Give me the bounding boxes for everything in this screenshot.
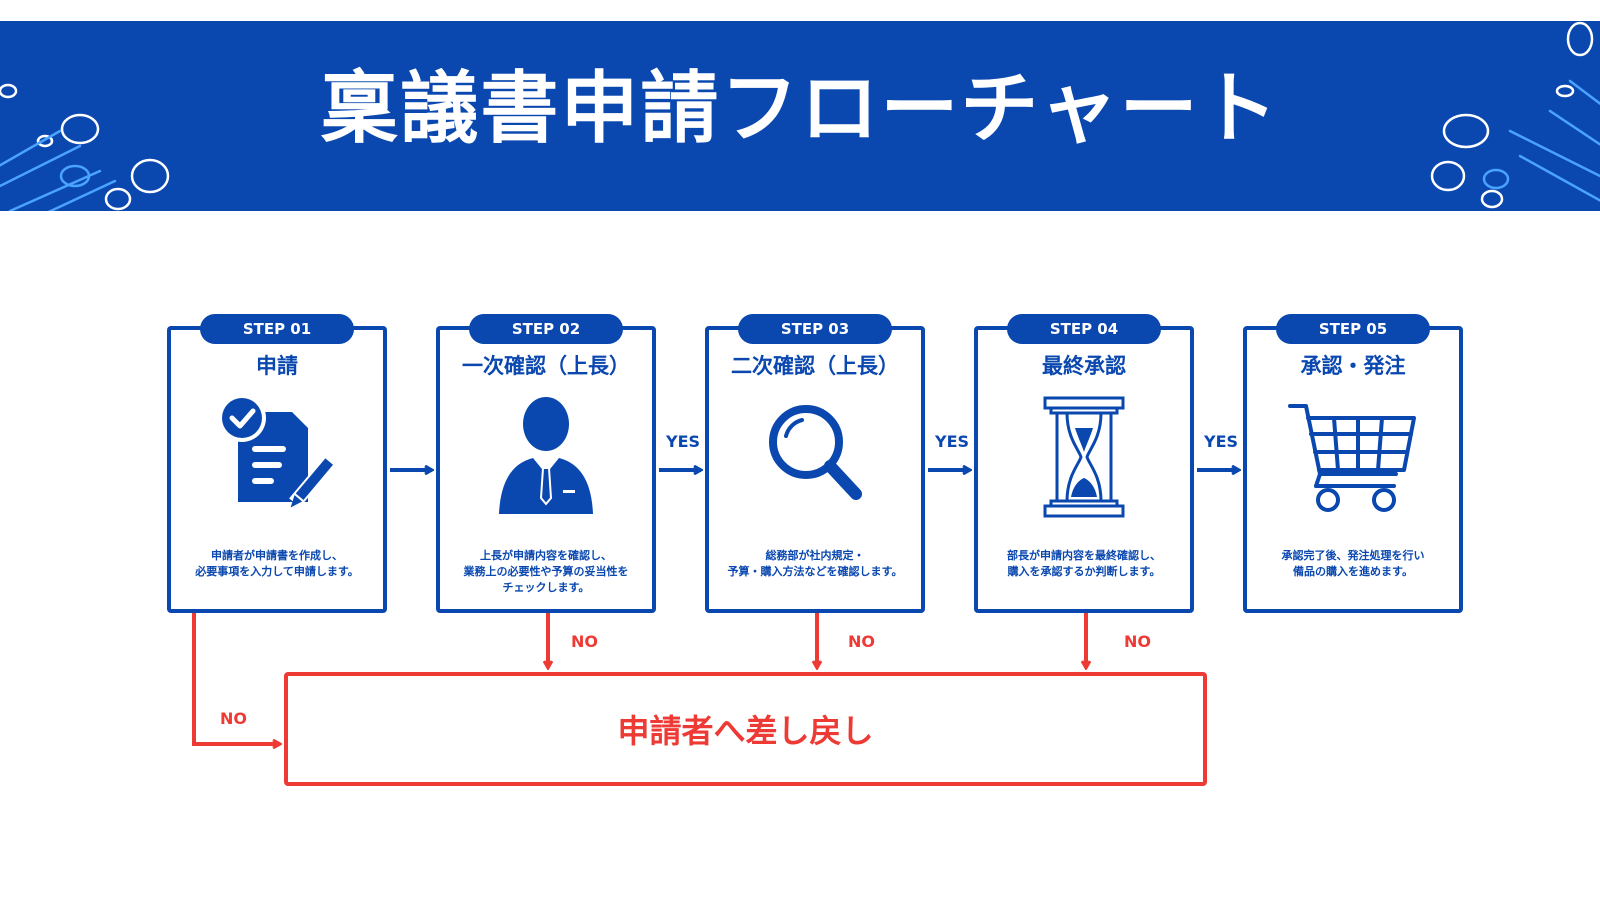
step-title: 一次確認（上長） — [462, 354, 630, 378]
step-card-01: STEP 01 申請 申請者が申請書を作成し、 必要事項を入力して申請します。 — [167, 314, 387, 613]
no-label-step4: NO — [1124, 632, 1151, 651]
step-card-03: STEP 03 二次確認（上長） 総務部が社内規定・ 予算・購入方法などを確認し… — [705, 314, 925, 613]
step-title: 申請 — [256, 354, 298, 378]
page-title: 稟議書申請フローチャート — [320, 64, 1280, 154]
header-banner: 稟議書申請フローチャート — [0, 21, 1600, 211]
step-title: 最終承認 — [1042, 354, 1126, 378]
shopping-cart-icon — [1288, 404, 1416, 512]
step-badge: STEP 03 — [738, 314, 892, 344]
step-description: 申請者が申請書を作成し、 必要事項を入力して申請します。 — [195, 549, 359, 578]
no-label-step2: NO — [571, 632, 598, 651]
step-card-05: STEP 05 承認・発注 承認完了後、発注処理を行い 備品の購入を進めます。 — [1243, 314, 1463, 613]
yes-label-3-4: YES — [935, 432, 970, 451]
step-badge: STEP 01 — [200, 314, 354, 344]
magnifier-icon — [769, 405, 862, 500]
decorative-bubbles-right — [1430, 21, 1600, 209]
step-badge: STEP 05 — [1276, 314, 1430, 344]
no-label-step3: NO — [848, 632, 875, 651]
return-to-applicant-box: 申請者へ差し戻し — [284, 672, 1207, 786]
no-arrow-step1 — [192, 613, 280, 744]
return-to-applicant-label: 申請者へ差し戻し — [617, 712, 874, 750]
no-label-step1: NO — [220, 709, 247, 728]
decorative-bubbles-left — [0, 83, 170, 211]
yes-label-4-5: YES — [1204, 432, 1239, 451]
yes-label-2-3: YES — [666, 432, 701, 451]
step-description: 承認完了後、発注処理を行い 備品の購入を進めます。 — [1281, 549, 1425, 578]
document-check-pencil-icon — [218, 394, 338, 508]
hourglass-icon — [1043, 396, 1125, 518]
step-card-04: STEP 04 最終承認 部長が申請内容を最終確認し、 購入を承認するか判断しま… — [974, 314, 1194, 613]
step-title: 二次確認（上長） — [731, 354, 899, 378]
step-description: 部長が申請内容を最終確認し、 購入を承認するか判断します。 — [1007, 549, 1161, 578]
step-card-02: STEP 02 一次確認（上長） 上長が申請内容を確認し、 業務上の必要性や予算… — [436, 314, 656, 613]
step-description: 総務部が社内規定・ 予算・購入方法などを確認します。 — [727, 549, 903, 578]
step-description: 上長が申請内容を確認し、 業務上の必要性や予算の妥当性を チェックします。 — [463, 549, 629, 594]
step-title: 承認・発注 — [1300, 354, 1406, 378]
step-badge: STEP 04 — [1007, 314, 1161, 344]
businessman-icon — [499, 397, 593, 514]
step-badge: STEP 02 — [469, 314, 623, 344]
